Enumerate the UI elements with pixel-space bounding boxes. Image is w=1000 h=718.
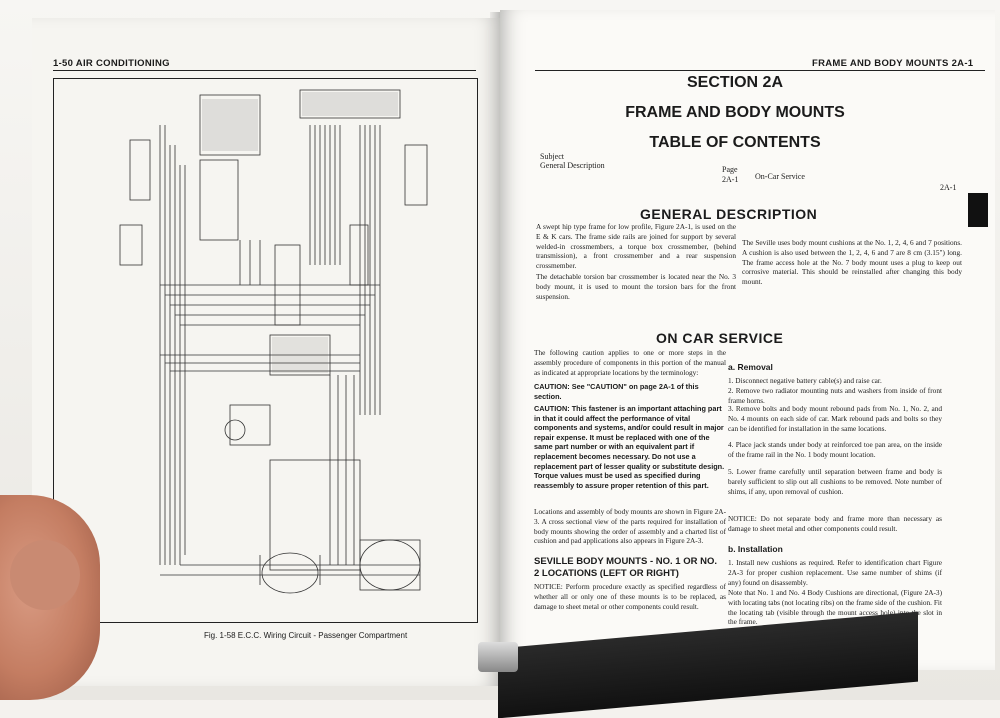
- removal-step-2: 2. Remove two radiator mounting nuts and…: [728, 386, 942, 405]
- connector-block-top-left: [199, 94, 261, 156]
- removal-step-1: 1. Disconnect negative battery cable(s) …: [728, 376, 882, 385]
- sensor-circle: [224, 419, 246, 441]
- seville-mounts-heading: SEVILLE BODY MOUNTS - NO. 1 OR NO. 2 LOC…: [534, 556, 717, 579]
- removal-step-3: 3. Remove bolts and body mount rebound p…: [728, 404, 942, 433]
- binder-clip: [478, 642, 518, 672]
- figure-caption: Fig. 1-58 E.C.C. Wiring Circuit - Passen…: [204, 631, 408, 640]
- bottom-connector-left: [261, 552, 319, 594]
- connector-left-a: [129, 139, 151, 201]
- wiring-diagram: [119, 89, 428, 594]
- installation-note: Note that No. 1 and No. 4 Body Cushions …: [728, 588, 942, 627]
- relay-block: [269, 334, 331, 376]
- caution-reference: CAUTION: See "CAUTION" on page 2A-1 of t…: [534, 382, 699, 401]
- connector-right-a: [404, 144, 428, 206]
- toc-entry-general-page: 2A-1: [722, 175, 739, 184]
- general-description-heading: GENERAL DESCRIPTION: [640, 206, 818, 222]
- left-head-rule: [53, 70, 476, 71]
- toc-page-label: Page: [722, 165, 738, 174]
- toc-title: TABLE OF CONTENTS: [649, 134, 821, 151]
- connector-block-top-right: [299, 89, 401, 119]
- figure-frame: [53, 78, 478, 623]
- notice-perform-procedure: NOTICE: Perform procedure exactly as spe…: [534, 582, 726, 611]
- removal-step-5: 5. Lower frame carefully until separatio…: [728, 467, 942, 496]
- removal-heading: a. Removal: [728, 362, 773, 372]
- switch-block: [229, 404, 271, 446]
- general-description-p1: A swept hip type frame for low profile, …: [536, 222, 736, 271]
- locations-paragraph: Locations and assembly of body mounts ar…: [534, 507, 726, 546]
- right-head-rule: [535, 70, 985, 71]
- caution-text: CAUTION: This fastener is an important a…: [534, 404, 725, 490]
- removal-step-4: 4. Place jack stands under body at reinf…: [728, 440, 942, 459]
- left-running-head: 1-50 AIR CONDITIONING: [53, 58, 170, 69]
- connector-block-middle-left: [199, 159, 239, 241]
- toc-subject-label: Subject: [540, 152, 564, 161]
- general-description-p2: The detachable torsion bar crossmember i…: [536, 272, 736, 301]
- thumb: [10, 540, 80, 610]
- toc-entry-oncar-page: 2A-1: [940, 183, 957, 192]
- installation-step-1: 1. Install new cushions as required. Ref…: [728, 558, 942, 587]
- notice-do-not-separate: NOTICE: Do not separate body and frame m…: [728, 514, 942, 533]
- connector-left-b: [119, 224, 143, 266]
- on-car-service-intro: The following caution applies to one or …: [534, 348, 726, 377]
- toc-entry-general: General Description: [540, 161, 605, 170]
- section-number: SECTION 2A: [686, 74, 783, 91]
- on-car-service-heading: ON CAR SERVICE: [656, 330, 784, 346]
- toc-entry-oncar: On-Car Service: [755, 172, 805, 181]
- general-description-p3: The Seville uses body mount cushions at …: [742, 238, 962, 287]
- section-thumb-tab: [968, 193, 988, 227]
- installation-heading: b. Installation: [728, 544, 783, 554]
- right-running-head: FRAME AND BODY MOUNTS 2A-1: [812, 58, 974, 69]
- bottom-connector-frame: [359, 539, 421, 591]
- control-panel-block: [269, 459, 361, 571]
- right-page: [500, 10, 995, 670]
- section-title: FRAME AND BODY MOUNTS: [625, 104, 845, 121]
